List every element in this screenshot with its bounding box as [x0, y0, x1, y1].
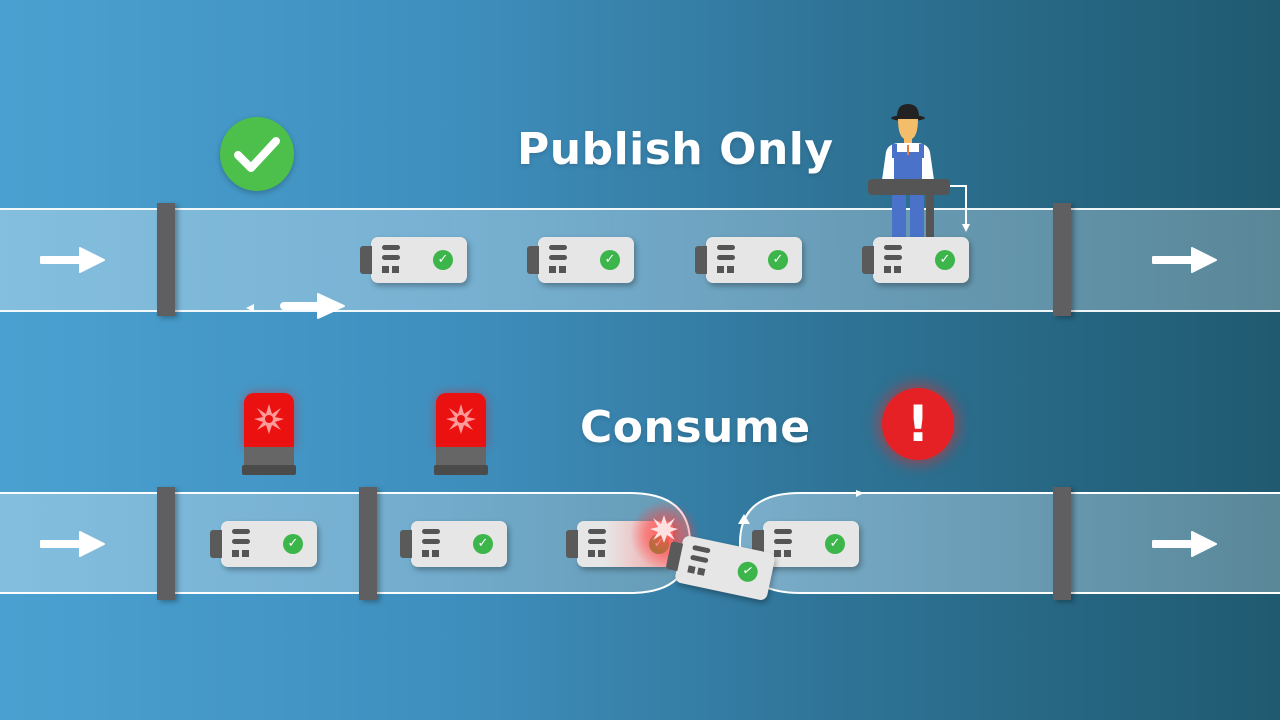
flow-in-arrow-icon [40, 531, 105, 557]
check-icon: ✓ [433, 250, 453, 270]
text-line [382, 245, 400, 250]
spark-icon [650, 515, 678, 543]
text-line [232, 529, 250, 534]
check-icon: ✓ [735, 559, 760, 584]
consume-title: Consume [580, 402, 811, 453]
siren-base [244, 447, 294, 465]
error-exclamation-icon: ! [882, 388, 954, 460]
publish-only-title: Publish Only [517, 124, 834, 175]
message-card: ✓ [862, 237, 969, 283]
check-icon: ✓ [473, 534, 493, 554]
text-line [588, 539, 606, 544]
block [232, 550, 239, 557]
check-icon: ✓ [768, 250, 788, 270]
success-check-icon [220, 117, 294, 191]
text-line [884, 255, 902, 260]
text-line [689, 554, 709, 564]
block [784, 550, 791, 557]
text-line [588, 529, 606, 534]
check-icon: ✓ [600, 250, 620, 270]
block [717, 266, 724, 273]
exit-gate [1053, 203, 1071, 316]
flash-icon [446, 404, 476, 434]
block [687, 565, 696, 574]
block [382, 266, 389, 273]
text-line [232, 539, 250, 544]
text-line [422, 529, 440, 534]
connector-plug [695, 246, 707, 274]
block [242, 550, 249, 557]
text-line [549, 255, 567, 260]
check-icon: ✓ [825, 534, 845, 554]
check-icon: ✓ [935, 250, 955, 270]
block [559, 266, 566, 273]
worker-figure-icon [868, 104, 970, 240]
check-mark-icon [234, 137, 280, 172]
block [774, 550, 781, 557]
text-line [717, 245, 735, 250]
siren-foot [242, 465, 296, 475]
block [422, 550, 429, 557]
connector-plug [360, 246, 372, 274]
block [588, 550, 595, 557]
message-card: ✓ [752, 521, 859, 567]
exit-gate [1053, 487, 1071, 600]
block [894, 266, 901, 273]
middle-gate [359, 487, 377, 600]
block [392, 266, 399, 273]
siren-foot [434, 465, 488, 475]
text-line [884, 245, 902, 250]
message-card: ✓ [210, 521, 317, 567]
block [598, 550, 605, 557]
entry-gate [157, 203, 175, 316]
block [697, 567, 706, 576]
message-card: ✓ [527, 237, 634, 283]
flash-icon [254, 404, 284, 434]
siren-base [436, 447, 486, 465]
connector-plug [862, 246, 874, 274]
block [549, 266, 556, 273]
message-card: ✓ [360, 237, 467, 283]
connector-plug [210, 530, 222, 558]
block [432, 550, 439, 557]
connector-plug [400, 530, 412, 558]
text-line [717, 255, 735, 260]
text-line [692, 544, 711, 554]
text-line [774, 529, 792, 534]
flow-out-arrow-icon [1152, 531, 1217, 557]
block [884, 266, 891, 273]
return-arrow-icon [246, 293, 345, 319]
flow-in-arrow-icon [40, 247, 105, 273]
connector-plug [566, 530, 578, 558]
text-line [549, 245, 567, 250]
message-card: ✓ [400, 521, 507, 567]
connector-plug [527, 246, 539, 274]
message-card: ✓ [695, 237, 802, 283]
text-line [382, 255, 400, 260]
publish-lane [0, 208, 1280, 312]
entry-gate [157, 487, 175, 600]
text-line [422, 539, 440, 544]
check-icon: ✓ [283, 534, 303, 554]
siren-icon [434, 393, 488, 477]
block [727, 266, 734, 273]
flow-out-arrow-icon [1152, 247, 1217, 273]
siren-icon [242, 393, 296, 477]
text-line [774, 539, 792, 544]
